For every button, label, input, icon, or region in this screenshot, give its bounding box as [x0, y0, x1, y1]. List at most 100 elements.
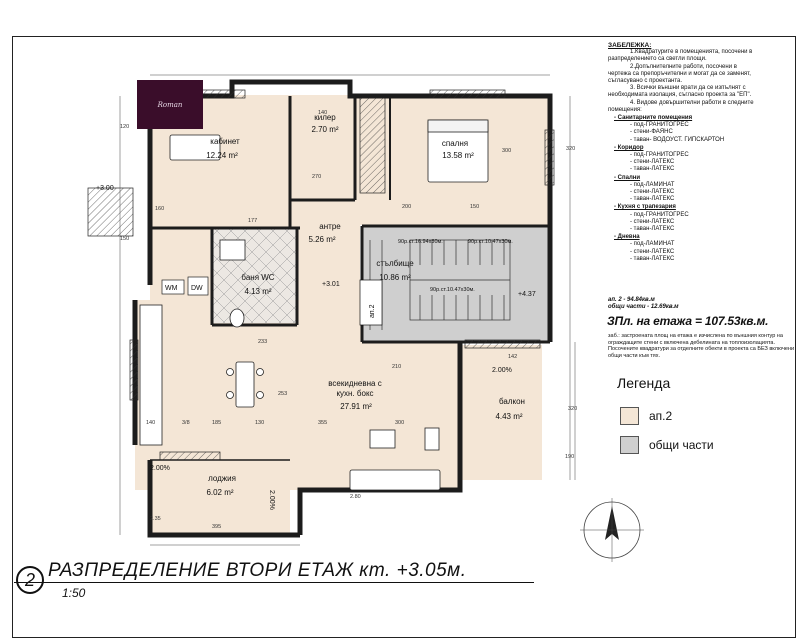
windows: [87, 89, 555, 461]
fine-print-note: заб.: застроената площ на етажа е изчисл…: [608, 333, 795, 359]
dimension-value: 185: [212, 420, 221, 426]
legend-title: Легенда: [617, 375, 671, 391]
notes-block: ЗАБЕЛЕЖКА: 1.Квадратурите в помещенията,…: [608, 42, 794, 263]
room-area: 4.43 m²: [495, 412, 522, 421]
notes-line: разпределението са светли площи.: [608, 56, 707, 63]
room-area: 27.91 m²: [340, 402, 372, 411]
room-label: всекидневна с: [328, 379, 381, 388]
wm-label: WM: [165, 285, 178, 292]
dimension-value: 140: [146, 420, 155, 426]
area-summary: ап. 2 - 94.84кв.м общи части - 12.69кв.м: [608, 297, 679, 311]
room-label: стълбище: [376, 259, 414, 268]
room-label: лоджия: [208, 474, 236, 483]
room-label: антре: [319, 222, 341, 231]
room-area: 5.26 m²: [308, 235, 335, 244]
finish-section-title: - Кухня с трапезария: [614, 204, 676, 211]
dimension-value: 150: [470, 204, 479, 210]
north-arrow-icon: [580, 498, 644, 562]
room-label: спалня: [442, 139, 468, 148]
finish-item: - таван-ЛАТЕКС: [630, 196, 675, 203]
dimension-value: 130: [255, 420, 264, 426]
level-mark: +3.01: [322, 281, 340, 288]
dimension-value: 2.80: [350, 494, 361, 500]
dimension-value: 190: [565, 454, 574, 460]
dimension-value: 160: [155, 206, 164, 212]
plan-title: РАЗПРЕДЕЛЕНИЕ ВТОРИ ЕТАЖ кт. +3.05м.: [48, 560, 467, 581]
notes-line: 2.Допълнителните работи, посочени в: [630, 63, 737, 70]
notes-line: помещения:: [608, 106, 642, 113]
stair-note: 90р.ст.16.94x30м.: [398, 239, 443, 245]
legend-swatch-common: [620, 436, 639, 454]
floor-total-area: ЗПл. на етажа = 107.53кв.м.: [607, 314, 769, 328]
room-label: баня WC: [241, 273, 274, 282]
dimension-value: 395: [212, 524, 221, 530]
slope-mark: 2.00%: [150, 465, 170, 472]
apartment-area: [135, 95, 550, 535]
room-label: балкон: [499, 397, 525, 406]
finish-item: - таван-ЛАТЕКС: [630, 226, 675, 233]
dimension-value: 150: [120, 236, 129, 242]
room-area: 10.86 m²: [379, 273, 411, 282]
dimension-value: 270: [312, 174, 321, 180]
level-mark: +4.37: [518, 291, 536, 298]
finish-item: - стени-ЛАТЕКС: [630, 248, 675, 255]
dimension-value: 2.35: [150, 516, 161, 522]
slope-mark: 2.00%: [268, 490, 275, 510]
legend-swatch-apartment: [620, 407, 639, 425]
notes-line: съгласувано с проектанта.: [608, 78, 683, 85]
legend-label: общи части: [649, 438, 714, 452]
finish-item: - стени-ЛАТЕКС: [630, 189, 675, 196]
notes-line: необходимата изолация, съгласно проекта …: [608, 92, 752, 99]
dimension-value: 320: [566, 146, 575, 152]
finish-item: - таван- ВОДОУСТ. ГИПСКАРТОН: [630, 136, 725, 143]
finish-item: - стени-ЛАТЕКС: [630, 159, 675, 166]
notes-line: 4. Видове довършителни работи в следните: [630, 99, 754, 106]
dimension-value: 355: [318, 420, 327, 426]
drawing-sheet-border: [12, 36, 796, 638]
dimension-value: 140: [318, 110, 327, 116]
logo-text: Roman: [157, 100, 183, 109]
finish-item: - таван-ЛАТЕКС: [630, 255, 675, 262]
room-area: 13.58 m²: [442, 151, 474, 160]
common-area-text: общи части - 12.69кв.м: [608, 304, 679, 310]
dimension-value: 300: [395, 420, 404, 426]
notes-line: 1.Квадратурите в помещенията, посочени в: [630, 49, 753, 56]
finish-section-title: - Спални: [614, 174, 641, 181]
company-logo: Roman: [137, 80, 203, 129]
dimension-value: 120: [120, 124, 129, 130]
stair-note: 90р.ст.10.47x30м.: [468, 239, 513, 245]
finish-item: - под-ЛАМИНАТ: [630, 181, 675, 188]
finish-item: - под-ЛАМИНАТ: [630, 241, 675, 248]
finish-item: - стени-ЛАТЕКС: [630, 218, 675, 225]
level-mark: +3.00: [96, 185, 114, 192]
dimension-lines: [119, 74, 576, 546]
room-area: 6.02 m²: [206, 488, 233, 497]
dimension-value: 233: [258, 339, 267, 345]
room-label: кухн. бокс: [336, 389, 373, 398]
plan-number: 2: [24, 569, 35, 590]
finish-section-title: - Коридор: [614, 144, 644, 151]
dimension-value: 200: [402, 204, 411, 210]
dimension-value: 300: [502, 148, 511, 154]
finish-item: - под-ГРАНИТОГРЕС: [630, 152, 689, 159]
dimension-value: 177: [248, 218, 257, 224]
finish-item: - под-ГРАНИТОГРЕС: [630, 211, 689, 218]
stair-note: 90р.ст.10.47x30м.: [430, 287, 475, 293]
plan-scale: 1:50: [62, 586, 86, 600]
furniture: [139, 119, 489, 491]
apartment-stair-label: ап.2: [369, 304, 376, 318]
dimension-value: 210: [392, 364, 401, 370]
apartment-area-text: ап. 2 - 94.84кв.м: [608, 297, 655, 303]
notes-line: 3. Всички външни врати да се изпълнят с: [630, 85, 746, 92]
finish-section-title: - Санитарните помещения: [614, 115, 693, 122]
legend-item: общи части: [620, 436, 714, 454]
title-underline: [14, 582, 534, 583]
dimension-value: 320: [568, 406, 577, 412]
dimension-value: 142: [508, 354, 517, 360]
room-label: кабинет: [210, 137, 240, 146]
room-area: 4.13 m²: [244, 287, 271, 296]
finish-item: - под-ГРАНИТОГРЕС: [630, 122, 689, 129]
finish-item: - таван-ЛАТЕКС: [630, 166, 675, 173]
slope-mark: 2.00%: [492, 367, 512, 374]
